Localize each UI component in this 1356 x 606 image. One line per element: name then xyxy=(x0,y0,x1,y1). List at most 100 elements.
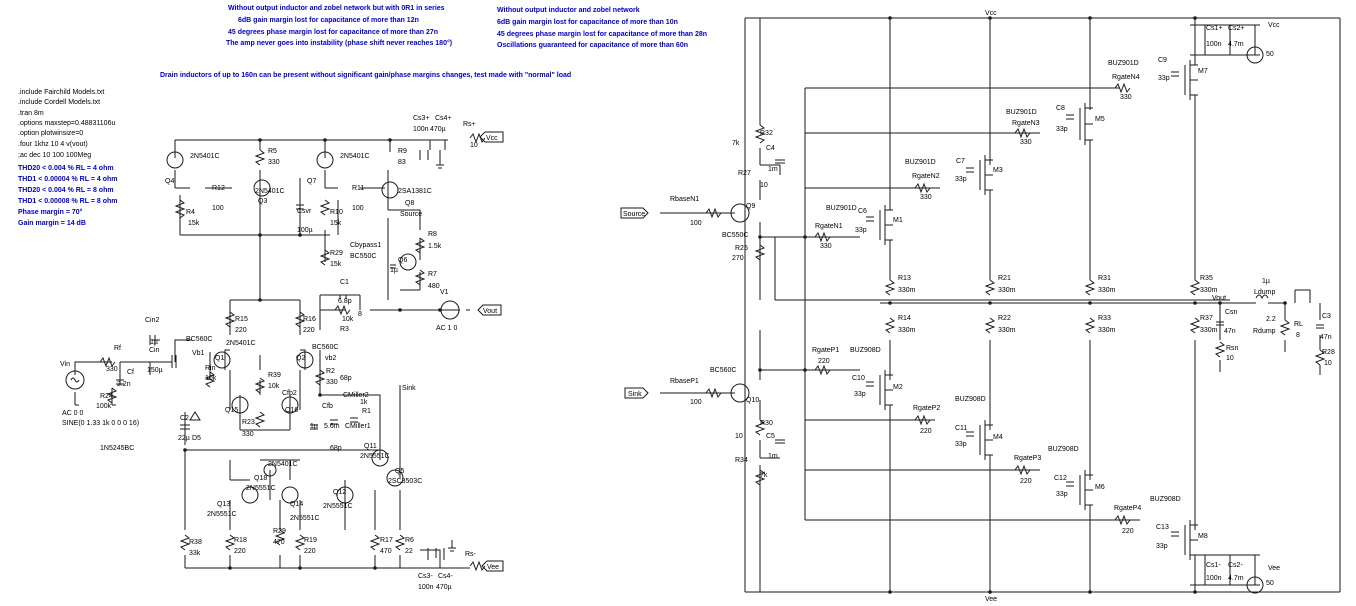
label-R38-value: 33k xyxy=(189,550,201,557)
label-BC560C-left: BC560C xyxy=(186,336,212,343)
label-R13-value: 330m xyxy=(898,287,916,294)
label-Q12-model: 2N5551C xyxy=(323,503,353,510)
label-M6-33p: 33p xyxy=(1056,491,1068,498)
label-Vin-ac: AC 0 0 xyxy=(62,410,84,417)
label-vee-right: Vee xyxy=(1268,565,1280,572)
label-Rsm: Rs- xyxy=(465,551,477,558)
label-Q5: Q5 xyxy=(395,468,404,475)
label-R32-value: 7k xyxy=(732,140,740,147)
label-vout-right: Vout xyxy=(1212,295,1226,302)
label-Cs2p-value: 4.7m xyxy=(1228,41,1244,48)
label-Cs2p: Cs2+ xyxy=(1228,25,1245,32)
label-R17: R17 xyxy=(380,537,393,544)
label-R9: R9 xyxy=(398,148,407,155)
label-Rdump-value: 2.2 xyxy=(1266,316,1276,323)
label-Ldump: Ldump xyxy=(1254,289,1276,296)
label-Vb1: Vb1 xyxy=(192,350,205,357)
label-Vin: Vin xyxy=(60,361,70,368)
label-68p-top: 68p xyxy=(340,375,352,382)
label-R20-value: 470 xyxy=(273,539,285,546)
label-Csvr: Csvr xyxy=(297,208,312,215)
label-R14: R14 xyxy=(898,315,911,322)
note-right-line: 45 degrees phase margin lost for capacit… xyxy=(497,31,707,38)
label-R2: R2 xyxy=(326,368,335,375)
label-R37-value: 330m xyxy=(1200,327,1218,334)
label-R10-value: 15k xyxy=(330,220,342,227)
label-R38: R38 xyxy=(189,539,202,546)
label-M3-33p: 33p xyxy=(955,176,967,183)
label-BUZ901D-M7: BUZ901D xyxy=(1108,60,1139,67)
label-R22: R22 xyxy=(998,315,1011,322)
label-68p-bottom: 68p xyxy=(330,445,342,452)
label-M2: M2 xyxy=(893,384,903,391)
label-Cs3m-value: 100n xyxy=(418,584,434,591)
note-right-line: Without output inductor and zobel networ… xyxy=(497,7,640,14)
label-R7-value: 480 xyxy=(428,283,440,290)
label-C2: C2 xyxy=(180,415,189,422)
label-C5: C5 xyxy=(766,433,775,440)
label-RgateP4: RgateP4 xyxy=(1114,505,1141,512)
label-R2-value: 330 xyxy=(326,379,338,386)
label-Cin2: Cin2 xyxy=(145,317,160,324)
label-Csvr-value: 100µ xyxy=(297,227,313,234)
label-Cfb2: Cfb2 xyxy=(282,390,297,397)
simulation-results: THD20 < 0.004 % RL = 4 ohm THD1 < 0.0000… xyxy=(18,165,117,227)
label-R24: R24 xyxy=(100,393,113,400)
label-RbaseN1: RbaseN1 xyxy=(670,196,699,203)
label-Cs1p-value: 100n xyxy=(1206,41,1222,48)
label-R19: R19 xyxy=(304,537,317,544)
label-CMiller1: CMiller1 xyxy=(345,423,371,430)
label-M5: M5 xyxy=(1095,116,1105,123)
label-R9-value: 83 xyxy=(398,159,406,166)
label-Rsp-value: 10 xyxy=(470,142,478,149)
stability-notes: Without output inductor and zobel networ… xyxy=(160,5,707,79)
label-R27-value: 10 xyxy=(760,182,768,189)
sources-left xyxy=(65,300,460,421)
capacitor-symbols-right xyxy=(775,71,1324,537)
label-Cin-value: 150µ xyxy=(147,367,163,374)
directive-line: .four 1khz 10 4 v(vout) xyxy=(18,141,88,148)
label-RgateN4: RgateN4 xyxy=(1112,74,1140,81)
label-RgateN4-value: 330 xyxy=(1120,94,1132,101)
net-flags-right: Source Sink Vcc Vee Vcc Vee Vout xyxy=(620,10,1280,603)
label-BUZ901D-M5: BUZ901D xyxy=(1006,109,1037,116)
label-Q11: Q11 xyxy=(364,443,377,450)
label-R28-value: 10 xyxy=(1324,360,1332,367)
label-R12: R12 xyxy=(212,185,225,192)
label-R33-value: 330m xyxy=(1098,327,1116,334)
label-RgateN2: RgateN2 xyxy=(912,173,940,180)
label-R7: R7 xyxy=(428,271,437,278)
label-Cs4p-value: 470µ xyxy=(430,126,446,133)
label-RgateN3-value: 330 xyxy=(1020,139,1032,146)
label-R37: R37 xyxy=(1200,315,1213,322)
flag-source: Source xyxy=(623,211,645,218)
label-R23: R23 xyxy=(242,419,255,426)
capacitor-symbols-left xyxy=(116,204,445,560)
label-C7: C7 xyxy=(956,158,965,165)
label-Q1-model: 2N5401C xyxy=(226,340,256,347)
label-C2-value: 22µ xyxy=(178,435,190,442)
label-C12: C12 xyxy=(1054,475,1067,482)
label-R4: R4 xyxy=(186,209,195,216)
label-Cfb-value-2: 5.6m xyxy=(324,423,340,430)
label-Rsn: Rsn xyxy=(1226,345,1239,352)
label-R31: R31 xyxy=(1098,275,1111,282)
directive-line: .tran 8m xyxy=(18,110,44,117)
label-Q11-model: 2N5551C xyxy=(360,453,390,460)
label-Q8: Q8 xyxy=(405,200,414,207)
label-BC560C-Q10: BC560C xyxy=(710,367,736,374)
label-R18-value: 220 xyxy=(234,548,246,555)
label-Q13: Q13 xyxy=(217,501,230,508)
label-Q12: Q12 xyxy=(333,489,346,496)
label-C13: C13 xyxy=(1156,524,1169,531)
label-R21: R21 xyxy=(998,275,1011,282)
rail-ground-symbols-left xyxy=(419,150,456,558)
output-stage-wiring xyxy=(660,17,1341,593)
directive-line: .options maxstep=0.48831106u xyxy=(18,120,115,127)
label-Cf: Cf xyxy=(127,369,134,376)
flag-vout-left: Vout xyxy=(483,308,497,315)
label-Q14-model: 2N5551C xyxy=(290,515,320,522)
label-R22-value: 330m xyxy=(998,327,1016,334)
note-left-line: 45 degrees phase margin lost for capacit… xyxy=(228,29,438,36)
label-Vcc-src-value: 50 xyxy=(1266,51,1274,58)
